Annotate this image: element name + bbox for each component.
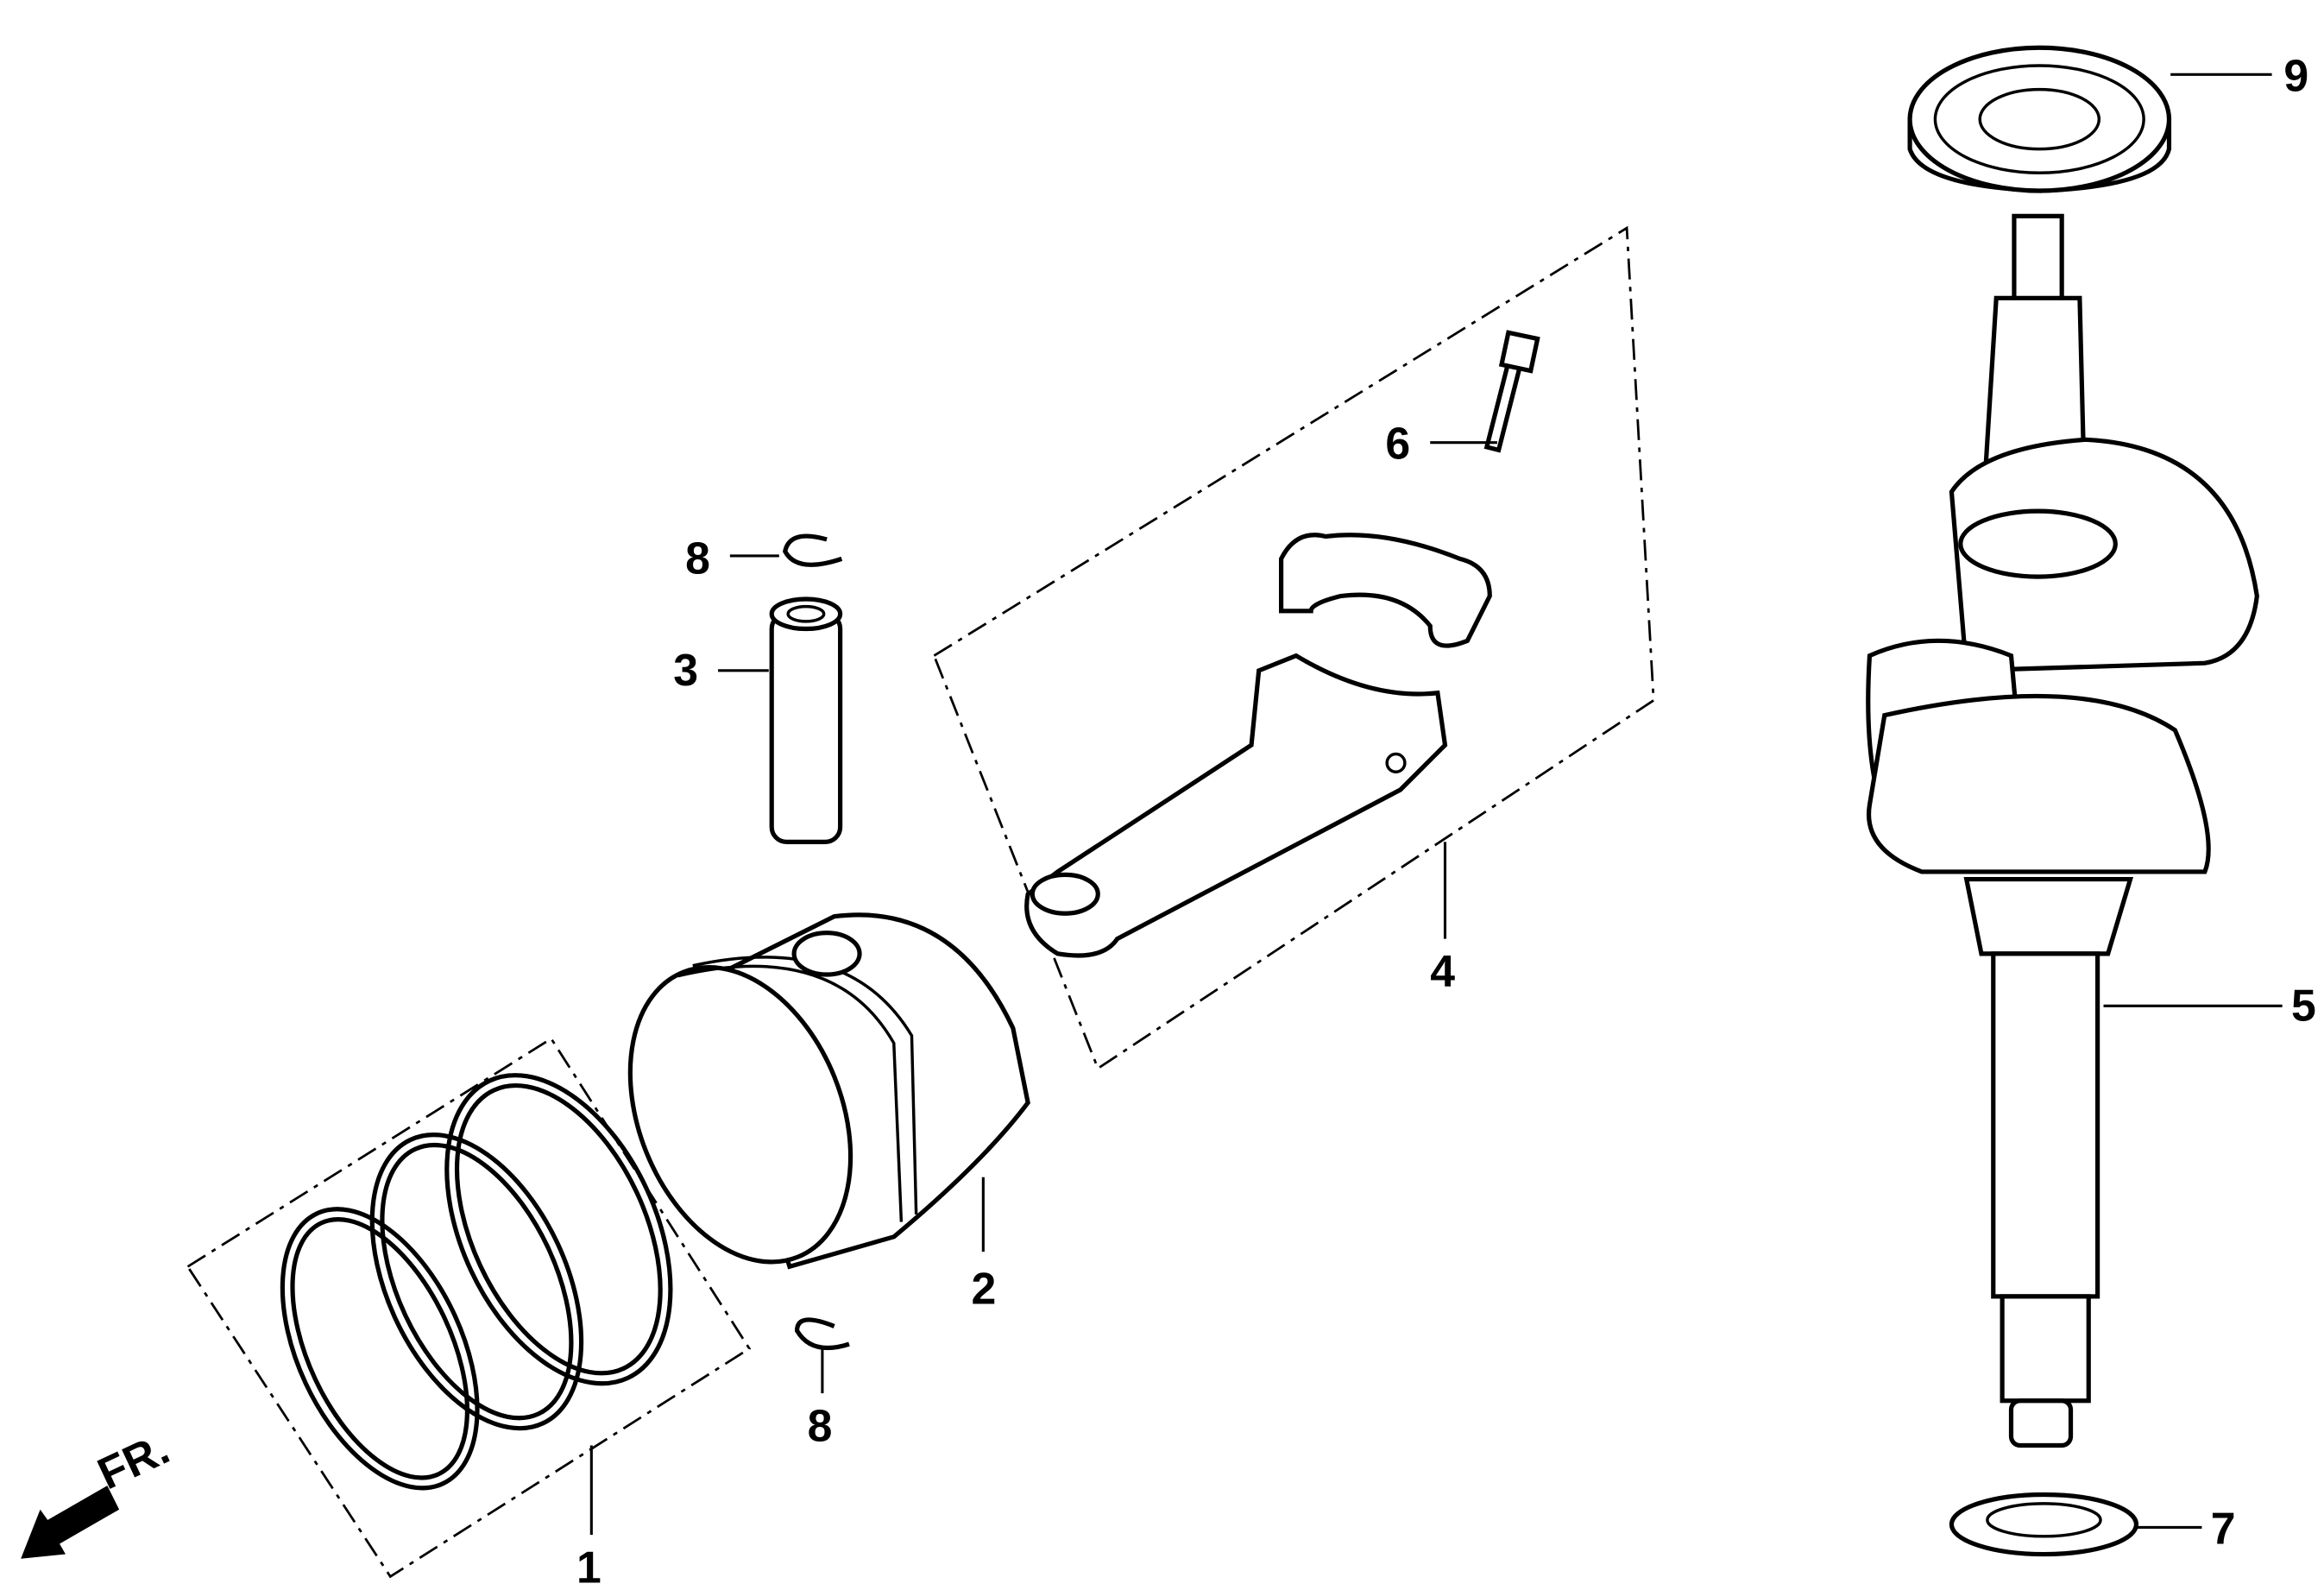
callout-7: 7	[2211, 1503, 2236, 1553]
direction-label: FR.	[90, 1423, 176, 1499]
callout-1: 1	[576, 1542, 601, 1590]
washer	[1949, 1492, 2202, 1557]
callout-8-bottom: 8	[808, 1400, 833, 1450]
callout-3: 3	[673, 645, 698, 695]
piston-ring-set	[186, 1037, 752, 1579]
connecting-rod-assembly	[932, 225, 1655, 1070]
ball-bearing	[1907, 45, 2272, 193]
callout-9: 9	[2283, 50, 2308, 100]
piston-pin-clip-bottom	[794, 1317, 850, 1351]
callout-8-top: 8	[685, 533, 710, 584]
piston-pin-clip-top	[783, 533, 843, 567]
callout-6: 6	[1385, 419, 1410, 469]
callout-5: 5	[2291, 981, 2316, 1031]
front-direction-arrow: FR.	[21, 1423, 177, 1559]
crankshaft	[1866, 213, 2283, 1448]
piston	[627, 912, 1030, 1270]
callout-2: 2	[972, 1264, 997, 1314]
callout-4: 4	[1430, 946, 1455, 996]
piston-pin	[718, 596, 843, 844]
arrow-icon	[21, 1486, 120, 1559]
